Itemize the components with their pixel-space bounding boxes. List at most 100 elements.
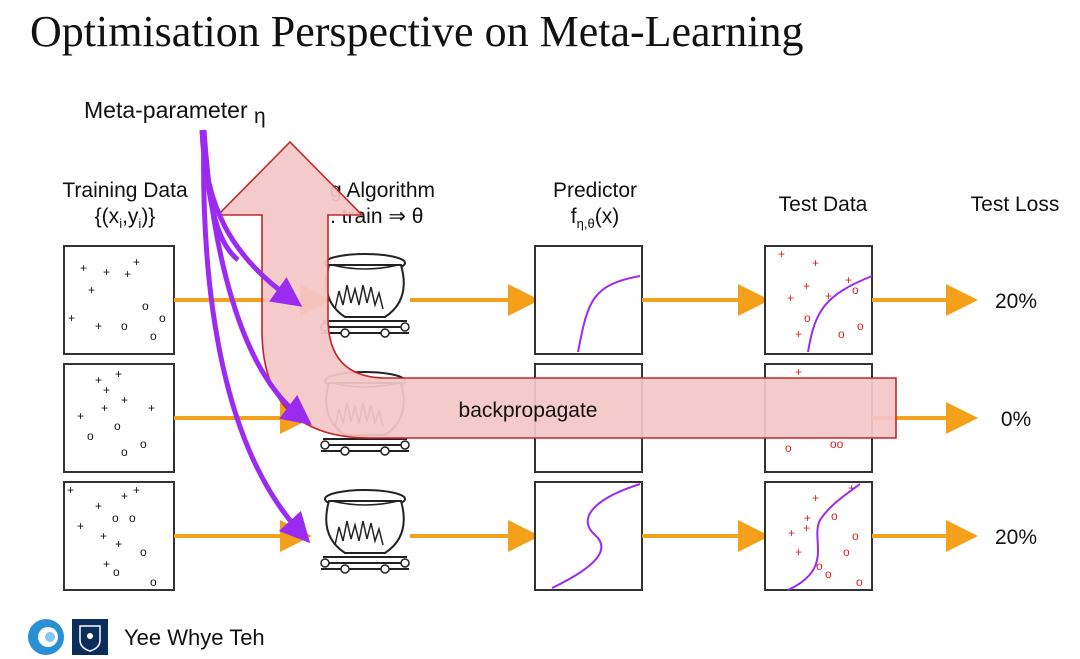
predictor-formula: fη,θ(x) <box>570 205 620 232</box>
oxford-crest-icon <box>72 619 108 655</box>
svg-text:o: o <box>825 567 832 581</box>
svg-text:+: + <box>77 409 84 423</box>
training-points-3: +++ ++o o++ o+o o <box>67 483 157 589</box>
svg-text:+: + <box>80 261 87 275</box>
svg-text:o: o <box>804 311 811 325</box>
svg-text:+: + <box>812 491 819 505</box>
svg-text:+: + <box>795 327 802 341</box>
svg-text:o: o <box>113 565 120 579</box>
svg-text:+: + <box>95 373 102 387</box>
svg-text:+: + <box>803 279 810 293</box>
training-data-box-2 <box>63 363 175 473</box>
svg-text:o: o <box>856 575 863 589</box>
svg-text:+: + <box>795 365 802 379</box>
svg-text:+: + <box>845 273 852 287</box>
test-boundary-1 <box>807 275 873 353</box>
svg-text:o: o <box>87 429 94 443</box>
svg-text:o: o <box>852 529 859 543</box>
svg-text:+: + <box>95 499 102 513</box>
svg-text:o: o <box>816 559 823 573</box>
test-data-box-1 <box>764 245 873 355</box>
svg-text:+: + <box>825 289 832 303</box>
svg-text:+: + <box>148 401 155 415</box>
svg-text:o: o <box>140 437 147 451</box>
svg-text:o: o <box>857 319 864 333</box>
svg-text:+: + <box>121 393 128 407</box>
svg-text:+: + <box>68 311 75 325</box>
test-points-1: +++ +++ +oo oo <box>778 247 864 341</box>
test-loss-value-3: 20% <box>994 526 1038 549</box>
predictor-curve-1 <box>577 275 641 353</box>
svg-text:+: + <box>788 526 795 540</box>
learning-algorithm-header: g Algorithm . train ⇒ θ <box>330 179 436 228</box>
backpropagate-arrow <box>216 140 897 439</box>
svg-text:o: o <box>112 511 119 525</box>
svg-text:o: o <box>140 545 147 559</box>
predictor-header: Predictor fη,θ(x) <box>520 178 670 237</box>
test-boundary-3 <box>787 483 861 591</box>
svg-text:o: o <box>852 283 859 297</box>
svg-text:o: o <box>150 329 157 343</box>
svg-text:+: + <box>787 291 794 305</box>
training-points-2: +++ +++ +oo oo <box>77 367 155 459</box>
predictor-curve-3 <box>551 483 641 589</box>
row-3: +++ ++o o++ o+o o +++ +++ ooo ooo <box>63 481 978 591</box>
slide-title: Optimisation Perspective on Meta-Learnin… <box>30 7 804 56</box>
svg-text:+: + <box>848 481 855 495</box>
test-loss-value-1: 20% <box>994 290 1038 313</box>
svg-text:o: o <box>142 299 149 313</box>
svg-text:+: + <box>115 537 122 551</box>
svg-text:o: o <box>114 419 121 433</box>
svg-text:o: o <box>785 441 792 455</box>
training-data-box-1 <box>63 245 175 355</box>
row-1: +++ +++ +oo oo +++ +++ +oo oo <box>63 245 978 355</box>
meta-parameter-arrows <box>199 129 312 544</box>
training-points-1: +++ +++ +oo oo <box>68 255 166 343</box>
test-data-box-3 <box>764 481 873 591</box>
backpropagate-label: backpropagate <box>458 399 598 422</box>
svg-text:+: + <box>77 519 84 533</box>
training-data-box-3 <box>63 481 175 591</box>
svg-text:+: + <box>795 545 802 559</box>
svg-text:+: + <box>103 383 110 397</box>
svg-text:o: o <box>121 319 128 333</box>
svg-text:+: + <box>103 265 110 279</box>
author-name: Yee Whye Teh <box>124 625 265 650</box>
cauldron-icon <box>320 489 410 574</box>
svg-text:+: + <box>124 267 131 281</box>
test-points-3: +++ +++ ooo ooo <box>788 481 863 589</box>
svg-text:+: + <box>115 367 122 381</box>
test-loss-value-2: 0% <box>1000 408 1032 431</box>
svg-text:+: + <box>133 255 140 269</box>
svg-text:+: + <box>121 489 128 503</box>
svg-text:oo: oo <box>830 437 844 451</box>
svg-text:+: + <box>804 511 811 525</box>
svg-text:+: + <box>812 256 819 270</box>
svg-text:+: + <box>67 483 74 497</box>
predictor-box-1 <box>534 245 643 355</box>
svg-text:+: + <box>778 247 785 261</box>
svg-text:o: o <box>121 445 128 459</box>
predictor-box-3 <box>534 481 643 591</box>
svg-text:+: + <box>88 283 95 297</box>
svg-text:o: o <box>843 545 850 559</box>
deepmind-logo-icon <box>28 619 64 655</box>
svg-text:+: + <box>103 557 110 571</box>
meta-parameter-label: Meta-parameter η <box>84 97 266 128</box>
test-loss-header: Test Loss <box>970 193 1060 216</box>
svg-text:+: + <box>133 483 140 497</box>
svg-text:o: o <box>838 327 845 341</box>
meta-arrow-3 <box>201 129 311 544</box>
training-data-formula: {(xi,yi)} <box>94 205 156 232</box>
svg-text:+: + <box>803 521 810 535</box>
svg-text:+: + <box>95 319 102 333</box>
meta-arrow-2 <box>201 129 312 426</box>
cauldron-icon <box>320 253 410 338</box>
training-data-header: Training Data {(xi,yi)} <box>50 178 200 237</box>
svg-text:o: o <box>831 509 838 523</box>
svg-text:o: o <box>159 311 166 325</box>
svg-text:+: + <box>100 529 107 543</box>
svg-text:+: + <box>101 401 108 415</box>
